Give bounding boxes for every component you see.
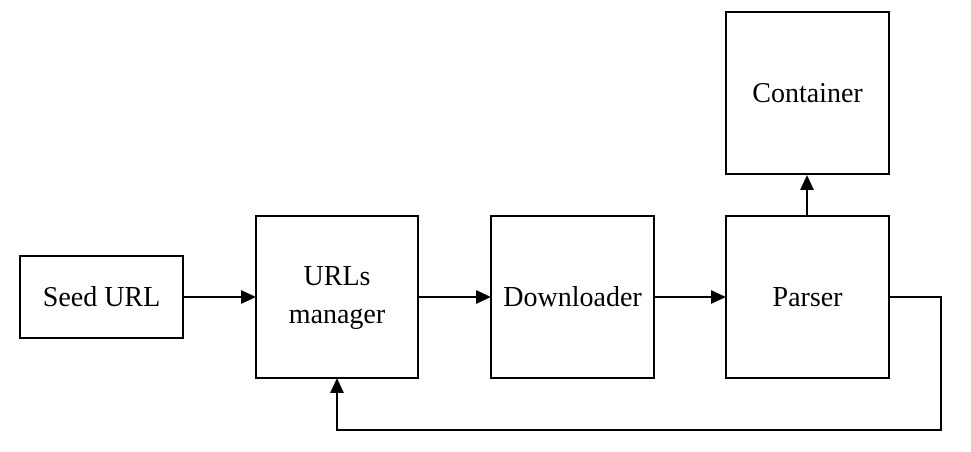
node-urls-manager: URLs manager [255,215,419,379]
edge-manager-to-downloader [418,290,491,304]
node-box [725,215,890,379]
node-box [725,11,890,175]
node-box [19,255,184,339]
edge-seed-to-manager [183,290,256,304]
edge-downloader-to-parser [654,290,726,304]
node-label: Seed URL [43,282,160,313]
arrowhead [476,290,491,304]
node-seed-url: Seed URL [19,255,184,339]
arrowhead [711,290,726,304]
node-container: Container [725,11,890,175]
edge-parser-to-container [800,175,814,215]
arrowhead [800,175,814,190]
node-label: Container [752,78,863,109]
edge-parser-to-manager [330,296,942,431]
node-label-line2: manager [289,299,386,330]
node-downloader: Downloader [490,215,655,379]
node-label: Downloader [503,282,642,313]
node-box [255,215,419,379]
node-label: Parser [773,282,844,313]
node-label-line1: URLs [304,261,371,292]
node-box [490,215,655,379]
arrowhead [241,290,256,304]
arrowhead [330,378,344,393]
node-parser: Parser [725,215,890,379]
